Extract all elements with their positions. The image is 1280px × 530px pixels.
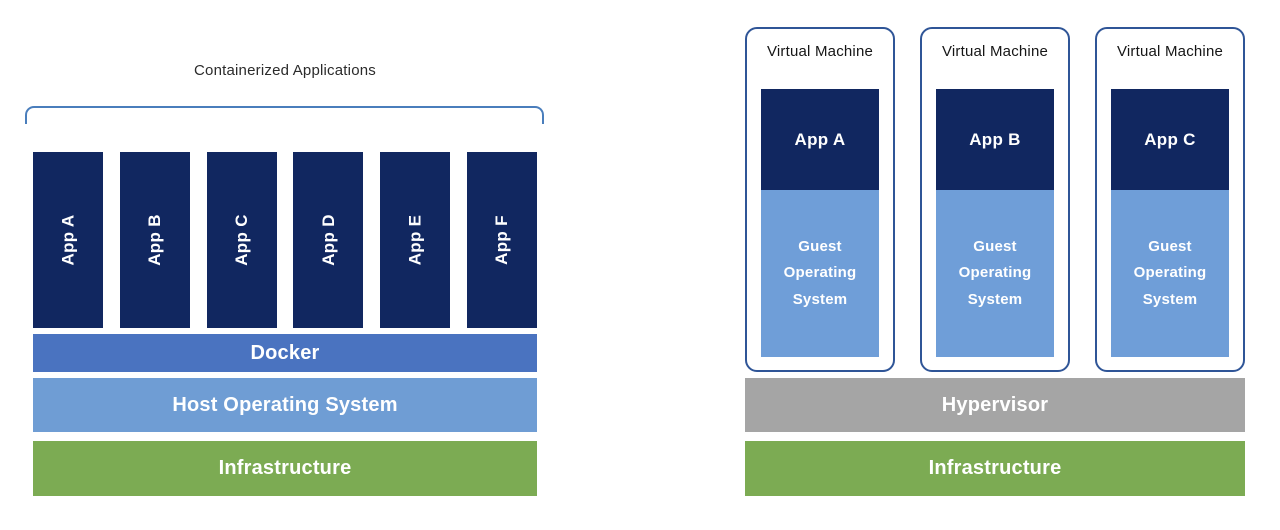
vm-1-title: Virtual Machine xyxy=(766,43,874,60)
container-app-e: App E xyxy=(380,152,451,328)
container-app-b: App B xyxy=(119,152,190,328)
container-app-c: App C xyxy=(206,152,277,328)
container-app-b-label: App B xyxy=(144,214,164,266)
vm-3-guest-os-label: Guest Operating System xyxy=(1133,238,1207,308)
vm-1-stack: App A Guest Operating System xyxy=(761,89,879,357)
vm-1-app-block: App A xyxy=(761,89,879,190)
container-app-d: App D xyxy=(293,152,364,328)
containers-bracket xyxy=(25,106,544,124)
vm-2-guest-os-block: Guest Operating System xyxy=(936,190,1054,357)
container-app-f-label: App F xyxy=(491,215,511,265)
container-app-f: App F xyxy=(466,152,537,328)
hypervisor-layer: Hypervisor xyxy=(745,378,1245,432)
container-app-a-label: App A xyxy=(57,214,77,266)
vm-3-stack: App C Guest Operating System xyxy=(1111,89,1229,357)
container-app-a: App A xyxy=(33,152,103,328)
docker-layer: Docker xyxy=(33,334,537,372)
container-app-e-label: App E xyxy=(405,214,425,266)
vm-2-title: Virtual Machine xyxy=(941,43,1049,60)
vm-3-title: Virtual Machine xyxy=(1116,43,1224,60)
right-infrastructure-layer: Infrastructure xyxy=(745,441,1245,496)
vm-box-2: Virtual Machine App B Guest Operating Sy… xyxy=(920,27,1070,372)
left-infrastructure-layer: Infrastructure xyxy=(33,441,537,496)
container-apps-row: App A App B App C App D App E App F xyxy=(33,152,537,328)
containers-title: Containerized Applications xyxy=(194,62,376,79)
vm-row: Virtual Machine App A Guest Operating Sy… xyxy=(745,27,1245,372)
vm-1-guest-os-block: Guest Operating System xyxy=(761,190,879,357)
vm-box-3: Virtual Machine App C Guest Operating Sy… xyxy=(1095,27,1245,372)
host-os-layer: Host Operating System xyxy=(33,378,537,432)
vm-2-guest-os-label: Guest Operating System xyxy=(958,238,1032,308)
vm-3-guest-os-block: Guest Operating System xyxy=(1111,190,1229,357)
container-app-d-label: App D xyxy=(318,214,338,266)
vm-2-stack: App B Guest Operating System xyxy=(936,89,1054,357)
vm-1-guest-os-label: Guest Operating System xyxy=(783,238,857,308)
vm-2-app-block: App B xyxy=(936,89,1054,190)
container-app-c-label: App C xyxy=(231,214,251,266)
vm-box-1: Virtual Machine App A Guest Operating Sy… xyxy=(745,27,895,372)
vm-3-app-block: App C xyxy=(1111,89,1229,190)
